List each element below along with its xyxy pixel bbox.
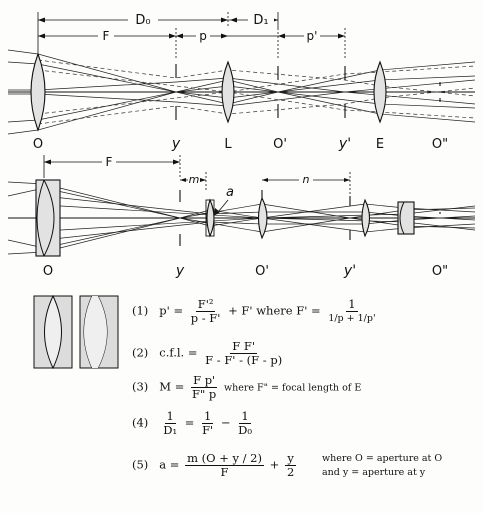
eq4-lhs-num: 1 bbox=[164, 409, 176, 424]
label-m: m bbox=[189, 173, 200, 186]
eq1-num: F'² bbox=[195, 297, 216, 312]
eq5-t2-num: y bbox=[285, 451, 296, 466]
eq3-where: where F" = focal length of E bbox=[223, 382, 362, 394]
label-l-top: L bbox=[224, 137, 232, 152]
bottom-ray-diagram: F m n a bbox=[7, 155, 476, 279]
eq1-num2: 1 bbox=[346, 297, 358, 312]
label-y-prime-bottom: y' bbox=[343, 263, 356, 279]
eq1-den2: 1/p + 1/p' bbox=[328, 313, 376, 324]
eq1-where: where F' = bbox=[256, 303, 321, 318]
label-e-top: E bbox=[376, 137, 384, 152]
lens-section-right bbox=[79, 295, 119, 369]
lens-l-top bbox=[221, 60, 235, 124]
label-p-top: p bbox=[199, 29, 207, 43]
eq4-t2-fraction: 1 D₀ bbox=[236, 410, 254, 437]
top-ray-diagram: D₀ D₁ F p p' bbox=[7, 12, 476, 152]
eq4-lhs-fraction: 1 D₁ bbox=[161, 410, 179, 437]
label-y-bottom: y bbox=[175, 263, 185, 279]
eq1-number: (1) bbox=[132, 303, 149, 318]
label-n: n bbox=[303, 173, 310, 186]
label-d-o: D₀ bbox=[135, 13, 150, 28]
label-y-prime-top: y' bbox=[338, 136, 351, 152]
lens-o-prime-bottom bbox=[257, 196, 268, 240]
eq4-t1-fraction: 1 F' bbox=[200, 410, 215, 437]
optical-diagrams: D₀ D₁ F p p' bbox=[7, 12, 476, 279]
label-o-prime-top: O' bbox=[273, 137, 287, 152]
eq3-lhs: M = bbox=[159, 379, 185, 394]
eq2-den: F - F' - (F - p) bbox=[205, 353, 283, 367]
eq4-t1-num: 1 bbox=[201, 409, 214, 424]
eq5-lhs: a = bbox=[159, 457, 180, 472]
eq3-num: F p' bbox=[191, 373, 218, 388]
label-d-1: D₁ bbox=[253, 13, 268, 28]
eq5-where-line2: and y = aperture at y bbox=[322, 467, 426, 478]
eq1-rest: + F' bbox=[228, 303, 253, 318]
label-o-bottom: O bbox=[43, 264, 53, 279]
eq5-t2-den: 2 bbox=[286, 465, 295, 479]
eq3-den: F" p bbox=[192, 387, 217, 401]
label-o-prime-bottom: O' bbox=[255, 264, 269, 279]
eq5-t2-fraction: y 2 bbox=[285, 452, 296, 479]
eq3-fraction: F p' F" p bbox=[190, 374, 218, 401]
eye-lens-e-top bbox=[373, 60, 387, 124]
eq4-minus: − bbox=[220, 415, 231, 430]
eq5-den: F bbox=[220, 465, 229, 479]
label-f-bottom: F bbox=[106, 155, 113, 169]
eq2-fraction: F F' F - F' - (F - p) bbox=[203, 340, 284, 367]
eq2-number: (2) bbox=[132, 345, 149, 360]
equation-5: (5) a = m (O + y / 2) F + y 2 bbox=[132, 452, 298, 479]
equation-5-where: where O = aperture at O and y = aperture… bbox=[322, 452, 442, 480]
eq1-fraction2: 1 1/p + 1/p' bbox=[326, 298, 377, 325]
eq4-lhs-den: D₁ bbox=[163, 423, 178, 437]
eq4-t1-den: F' bbox=[202, 423, 214, 437]
equation-3: (3) M = F p' F" p where F" = focal lengt… bbox=[132, 374, 361, 401]
eq1-den: p - F' bbox=[190, 311, 221, 325]
eq4-t2-den: D₀ bbox=[238, 423, 252, 437]
label-y-top: y bbox=[171, 136, 181, 152]
eq5-plus: + bbox=[269, 457, 280, 472]
relay-lens-small bbox=[206, 198, 215, 238]
label-a: a bbox=[226, 185, 234, 200]
eq4-t2-num: 1 bbox=[239, 409, 251, 424]
label-o-dblprime-bottom: O" bbox=[432, 264, 448, 279]
eq5-where-line1: where O = aperture at O bbox=[322, 453, 443, 464]
label-p-prime-top: p' bbox=[307, 29, 318, 43]
eq5-num: m (O + y / 2) bbox=[185, 451, 264, 466]
eq5-fraction: m (O + y / 2) F bbox=[185, 452, 264, 479]
eq4-eq: = bbox=[184, 415, 195, 430]
eye-lens-bottom bbox=[361, 198, 371, 238]
eq1-lhs: p' = bbox=[159, 303, 184, 318]
eq2-num: F F' bbox=[230, 339, 258, 354]
label-f-top: F bbox=[103, 29, 110, 43]
equation-4: (4) 1 D₁ = 1 F' − 1 D₀ bbox=[132, 410, 256, 437]
label-o-dblprime-top: O" bbox=[432, 137, 448, 152]
eq3-number: (3) bbox=[132, 379, 149, 394]
eq5-number: (5) bbox=[132, 457, 149, 472]
eyepiece-doublet bbox=[397, 201, 415, 235]
objective-doublet-o-bottom bbox=[35, 179, 61, 257]
lens-section-left bbox=[33, 294, 73, 370]
eq1-fraction: F'² p - F' bbox=[189, 298, 223, 325]
eq2-lhs: c.f.l. = bbox=[159, 345, 198, 360]
equation-1: (1) p' = F'² p - F' + F' where F' = 1 1/… bbox=[132, 298, 380, 325]
eq4-number: (4) bbox=[132, 415, 149, 430]
label-o-top: O bbox=[33, 137, 43, 152]
objective-lens-o-top bbox=[30, 52, 46, 132]
equation-2: (2) c.f.l. = F F' F - F' - (F - p) bbox=[132, 340, 286, 367]
